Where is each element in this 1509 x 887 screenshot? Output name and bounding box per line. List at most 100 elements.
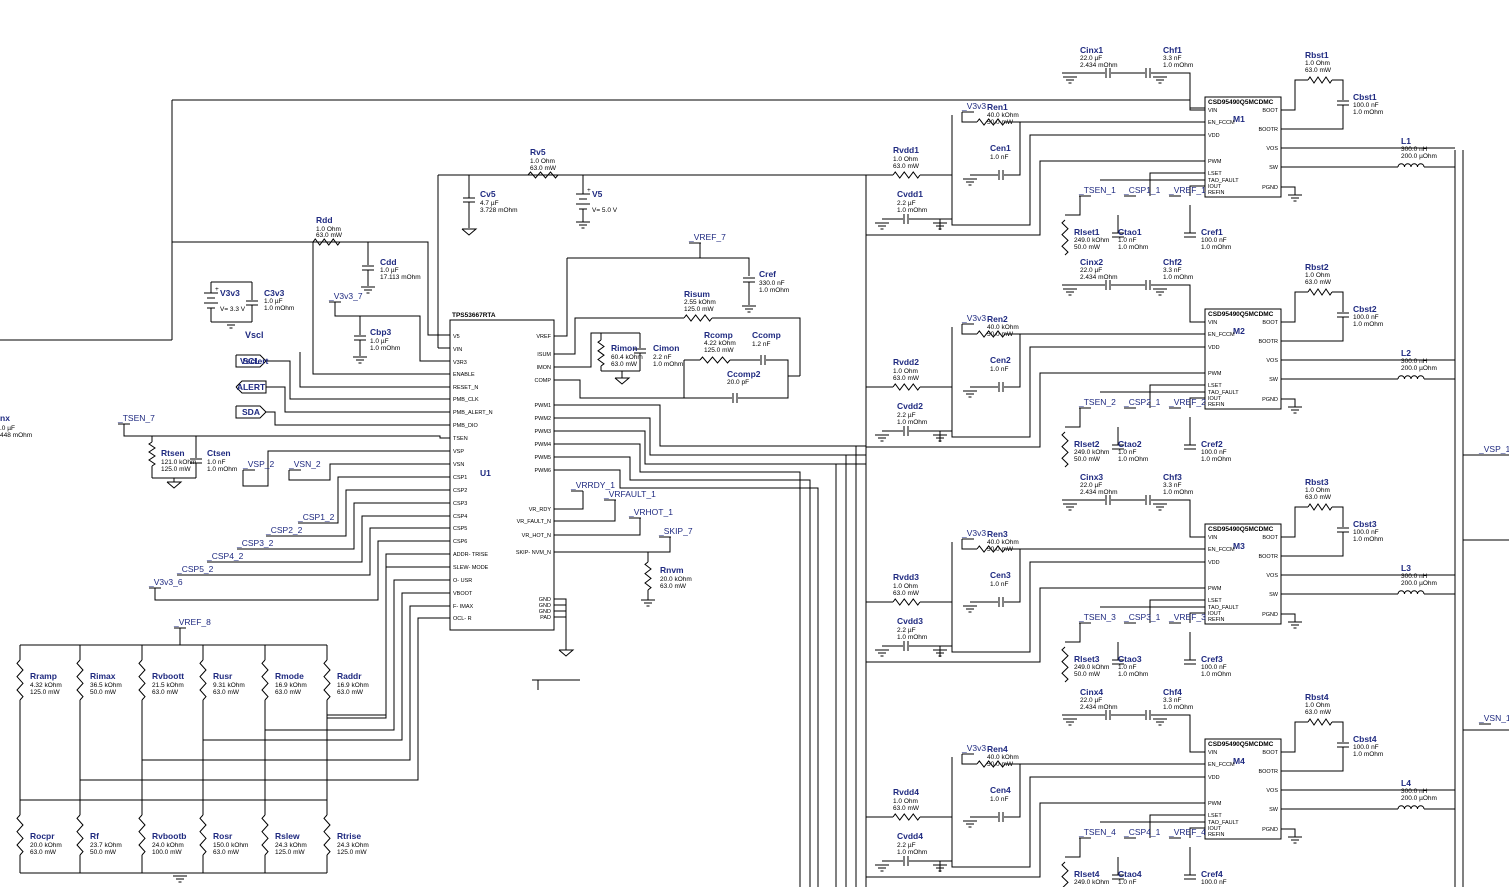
chf-value: 3.3 nF bbox=[1163, 482, 1181, 489]
cbst-name: Cbst4 bbox=[1353, 734, 1377, 744]
rbst-name: Rbst4 bbox=[1305, 692, 1329, 702]
stage-ref: M2 bbox=[1233, 326, 1245, 336]
ctsen-name: Ctsen bbox=[207, 448, 231, 458]
ctao-value: 1.0 nF bbox=[1118, 664, 1136, 671]
rusr-power: 63.0 mW bbox=[213, 689, 240, 696]
rvboott-name: Rvboott bbox=[152, 671, 184, 681]
inductor-value: 300.0 nH bbox=[1401, 358, 1428, 365]
rosr-power: 63.0 mW bbox=[213, 849, 240, 856]
stage-pin-pwm: PWM bbox=[1208, 159, 1222, 165]
wire-vdd bbox=[172, 241, 450, 336]
ren-power: 50.0 mW bbox=[987, 761, 1014, 768]
raddr-power: 63.0 mW bbox=[337, 689, 364, 696]
wire bbox=[1332, 79, 1344, 100]
rcomp-name: Rcomp bbox=[704, 330, 733, 340]
cref-esr: 1.0 mOhm bbox=[759, 287, 789, 294]
wire bbox=[1332, 506, 1344, 527]
chf-esr: 1.0 mOhm bbox=[1163, 489, 1193, 496]
ren-name: Ren2 bbox=[987, 314, 1008, 324]
left-edge-name: nx bbox=[0, 413, 10, 423]
wire bbox=[1281, 506, 1308, 538]
cref-stage-name: Cref3 bbox=[1201, 654, 1223, 664]
stage-part-number: CSD95490Q5MCDMC bbox=[1208, 99, 1274, 106]
rdd-value: 1.0 Ohm bbox=[316, 226, 341, 233]
inductor-value: 300.0 nH bbox=[1401, 788, 1428, 795]
stage-pin-lset: LSET bbox=[1208, 383, 1222, 389]
rset-value: 249.0 kOhm bbox=[1074, 879, 1109, 886]
stage-pin-vos: VOS bbox=[1266, 358, 1278, 364]
resistor-ren bbox=[976, 118, 1006, 126]
wire bbox=[554, 317, 684, 355]
ctsen-value: 1.0 nF bbox=[207, 459, 225, 466]
stage-pin-boot: BOOT bbox=[1262, 320, 1278, 326]
wire bbox=[554, 491, 584, 510]
rset-name: Rlset1 bbox=[1074, 227, 1100, 237]
wire bbox=[1189, 185, 1205, 196]
rv5-name: Rv5 bbox=[530, 147, 546, 157]
resistor-rtsen bbox=[148, 441, 156, 467]
cvdd-name: Cvdd1 bbox=[897, 189, 923, 199]
plus-sign: + bbox=[215, 286, 219, 293]
stage-pin-lset: LSET bbox=[1208, 171, 1222, 177]
wire bbox=[1281, 747, 1344, 772]
stage-ref: M4 bbox=[1233, 756, 1245, 766]
net-vrhot: _VRHOT_1 bbox=[628, 507, 673, 517]
chf-esr: 1.0 mOhm bbox=[1163, 704, 1193, 711]
net-vref: _VREF_1 bbox=[1168, 185, 1206, 195]
chf-esr: 1.0 mOhm bbox=[1163, 62, 1193, 69]
cvdd-name: Cvdd2 bbox=[897, 401, 923, 411]
chf-value: 3.3 nF bbox=[1163, 55, 1181, 62]
inductor-name: L1 bbox=[1401, 136, 1411, 146]
rv5-value: 1.0 Ohm bbox=[530, 158, 555, 165]
rocpr-value: 20.0 kOhm bbox=[30, 842, 62, 849]
net-vref: _VREF_2 bbox=[1168, 397, 1206, 407]
resistor-rbst bbox=[1307, 718, 1333, 726]
controller-pin-pwm2: PWM2 bbox=[535, 416, 552, 422]
rf-name: Rf bbox=[90, 831, 99, 841]
stage-pin-vdd: VDD bbox=[1208, 133, 1220, 139]
net-vsn-1: _VSN_1 bbox=[1478, 713, 1509, 723]
cen-value: 1.0 nF bbox=[990, 154, 1008, 161]
cbp3-esr: 1.0 mOhm bbox=[370, 345, 400, 352]
rtsen-value: 121.0 kOhm bbox=[161, 459, 196, 466]
wire bbox=[1065, 838, 1081, 858]
cbp3-name: Cbp3 bbox=[370, 327, 392, 337]
cref-stage-value: 100.0 nF bbox=[1201, 449, 1227, 456]
stage-pin-pgnd: PGND bbox=[1262, 185, 1278, 191]
resistor-rimon bbox=[597, 339, 605, 367]
controller-pin-pwm5: PWM5 bbox=[535, 455, 552, 461]
controller-pin-pmb-dio: PMB_DIO bbox=[453, 423, 478, 429]
rset-value: 249.0 kOhm bbox=[1074, 237, 1109, 244]
rbst-name: Rbst1 bbox=[1305, 50, 1329, 60]
rtsen-name: Rtsen bbox=[161, 448, 185, 458]
rvdd-value: 1.0 Ohm bbox=[893, 368, 918, 375]
stage-pin-refin: REFIN bbox=[1208, 617, 1225, 623]
rvbootb-value: 24.0 kOhm bbox=[152, 842, 184, 849]
wire bbox=[1004, 549, 1021, 603]
rimon-power: 63.0 mW bbox=[611, 361, 638, 368]
net-tsen: _TSEN_1 bbox=[1078, 185, 1116, 195]
ctao-name: Ctao2 bbox=[1118, 439, 1142, 449]
net-v3v3-7: _V3v3_7 bbox=[328, 291, 363, 301]
net-tsen: _TSEN_2 bbox=[1078, 397, 1116, 407]
controller-pin-imon: IMON bbox=[537, 365, 551, 371]
rusr-name: Rusr bbox=[213, 671, 233, 681]
controller-pin-csp4: CSP4 bbox=[453, 514, 467, 520]
c3v3-value: 1.0 µF bbox=[264, 298, 283, 305]
controller-pin-gnd: GND bbox=[539, 609, 551, 615]
controller-pin-o-usr: O- USR bbox=[453, 578, 472, 584]
net-vrrdy: _VRRDY_1 bbox=[570, 480, 615, 490]
resistor-rset bbox=[1061, 646, 1069, 683]
resistor-rusr bbox=[199, 659, 207, 701]
wire bbox=[951, 757, 1205, 868]
chf-value: 3.3 nF bbox=[1163, 267, 1181, 274]
cvdd-name: Cvdd4 bbox=[897, 831, 923, 841]
controller-pin-pwm4: PWM4 bbox=[535, 442, 552, 448]
resistor-rvdd bbox=[892, 383, 921, 391]
rtrise-power: 125.0 mW bbox=[337, 849, 367, 856]
inductor-esr: 200.0 µOhm bbox=[1401, 365, 1437, 372]
cen-value: 1.0 nF bbox=[990, 366, 1008, 373]
stage-pin-vdd: VDD bbox=[1208, 775, 1220, 781]
cref-stage-esr: 1.0 mOhm bbox=[1201, 456, 1231, 463]
